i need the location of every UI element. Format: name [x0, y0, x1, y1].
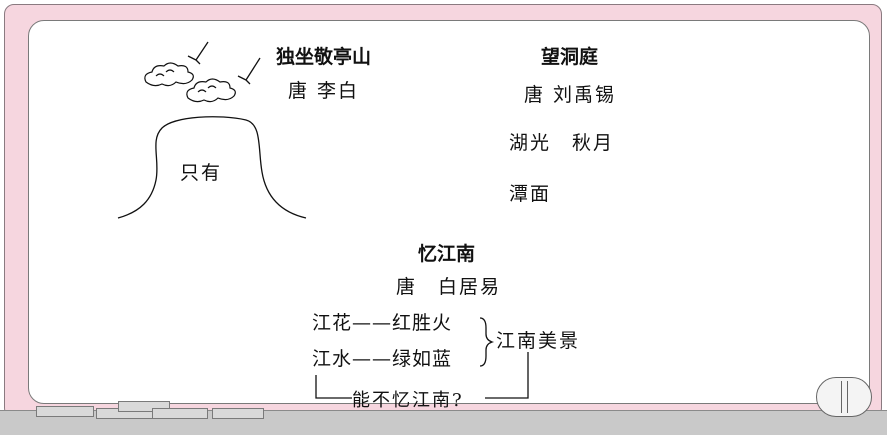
- chalk-stick[interactable]: [152, 408, 208, 419]
- brace-connector: [315, 317, 529, 399]
- poem3-summary: 江南美景: [496, 330, 581, 352]
- poem1-author: 唐 李白: [288, 80, 360, 102]
- cloud-icon: [144, 62, 236, 103]
- poem3-row2: 江水——绿如蓝: [312, 348, 453, 370]
- chalk-stick[interactable]: [36, 406, 94, 417]
- chalk-stick[interactable]: [212, 408, 264, 419]
- mountain-label: 只有: [180, 162, 223, 184]
- poem1-title: 独坐敬亭山: [276, 46, 372, 68]
- poem3-row1: 江花——红胜火: [312, 312, 453, 334]
- blackboard-surface: [28, 20, 870, 404]
- poem2-author: 唐 刘禹锡: [524, 84, 617, 106]
- poem3-question: 能不忆江南?: [352, 390, 464, 411]
- eraser-icon[interactable]: [816, 377, 872, 417]
- poem3-author: 唐 白居易: [396, 276, 502, 298]
- poem2-line2: 潭面: [509, 183, 552, 205]
- poem3-title: 忆江南: [418, 243, 476, 265]
- poem2-title: 望洞庭: [541, 46, 599, 68]
- chalk-stick[interactable]: [118, 401, 170, 412]
- poem2-line1: 湖光 秋月: [509, 132, 615, 154]
- mountain-outline: [117, 116, 307, 219]
- bird-icon: [187, 41, 261, 85]
